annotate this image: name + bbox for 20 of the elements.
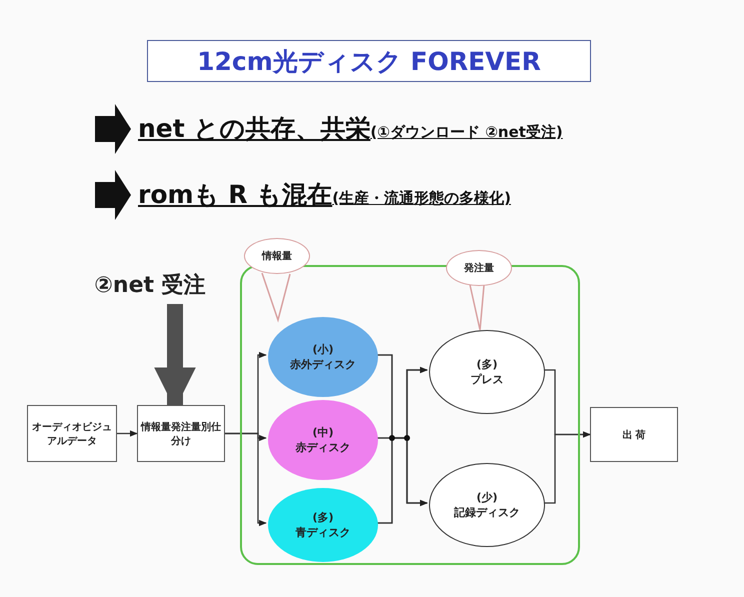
arrow	[543, 431, 591, 504]
heading-text: romも R も混在	[138, 180, 332, 209]
disk-ellipse: (小) 赤外ディスク	[268, 317, 378, 397]
disk-ellipse: (中) 赤ディスク	[268, 400, 378, 480]
arrow	[117, 430, 138, 437]
arrow	[225, 432, 267, 526]
speech-bubble: 発注量	[446, 250, 512, 286]
speech-bubble: 情報量	[244, 238, 310, 274]
process-box: 情報量発注量別仕分け	[137, 405, 225, 462]
title-box: 12cm光ディスク FOREVER	[147, 40, 591, 82]
disk-ellipse: (多) プレス	[429, 330, 545, 414]
disk-ellipse: (多) 青ディスク	[268, 488, 378, 562]
process-box: オーディオビジュアルデータ	[27, 405, 117, 462]
note-text: (①ダウンロード ②net受注)	[370, 123, 563, 141]
heading-text: net との共存、共栄	[138, 114, 370, 143]
note-text: (生産・流通形態の多様化)	[332, 189, 511, 207]
order-label: ②net 受注	[70, 268, 230, 302]
process-box: 出 荷	[590, 407, 678, 462]
disk-ellipse: (少) 記録ディスク	[429, 463, 545, 547]
arrow	[376, 437, 428, 524]
